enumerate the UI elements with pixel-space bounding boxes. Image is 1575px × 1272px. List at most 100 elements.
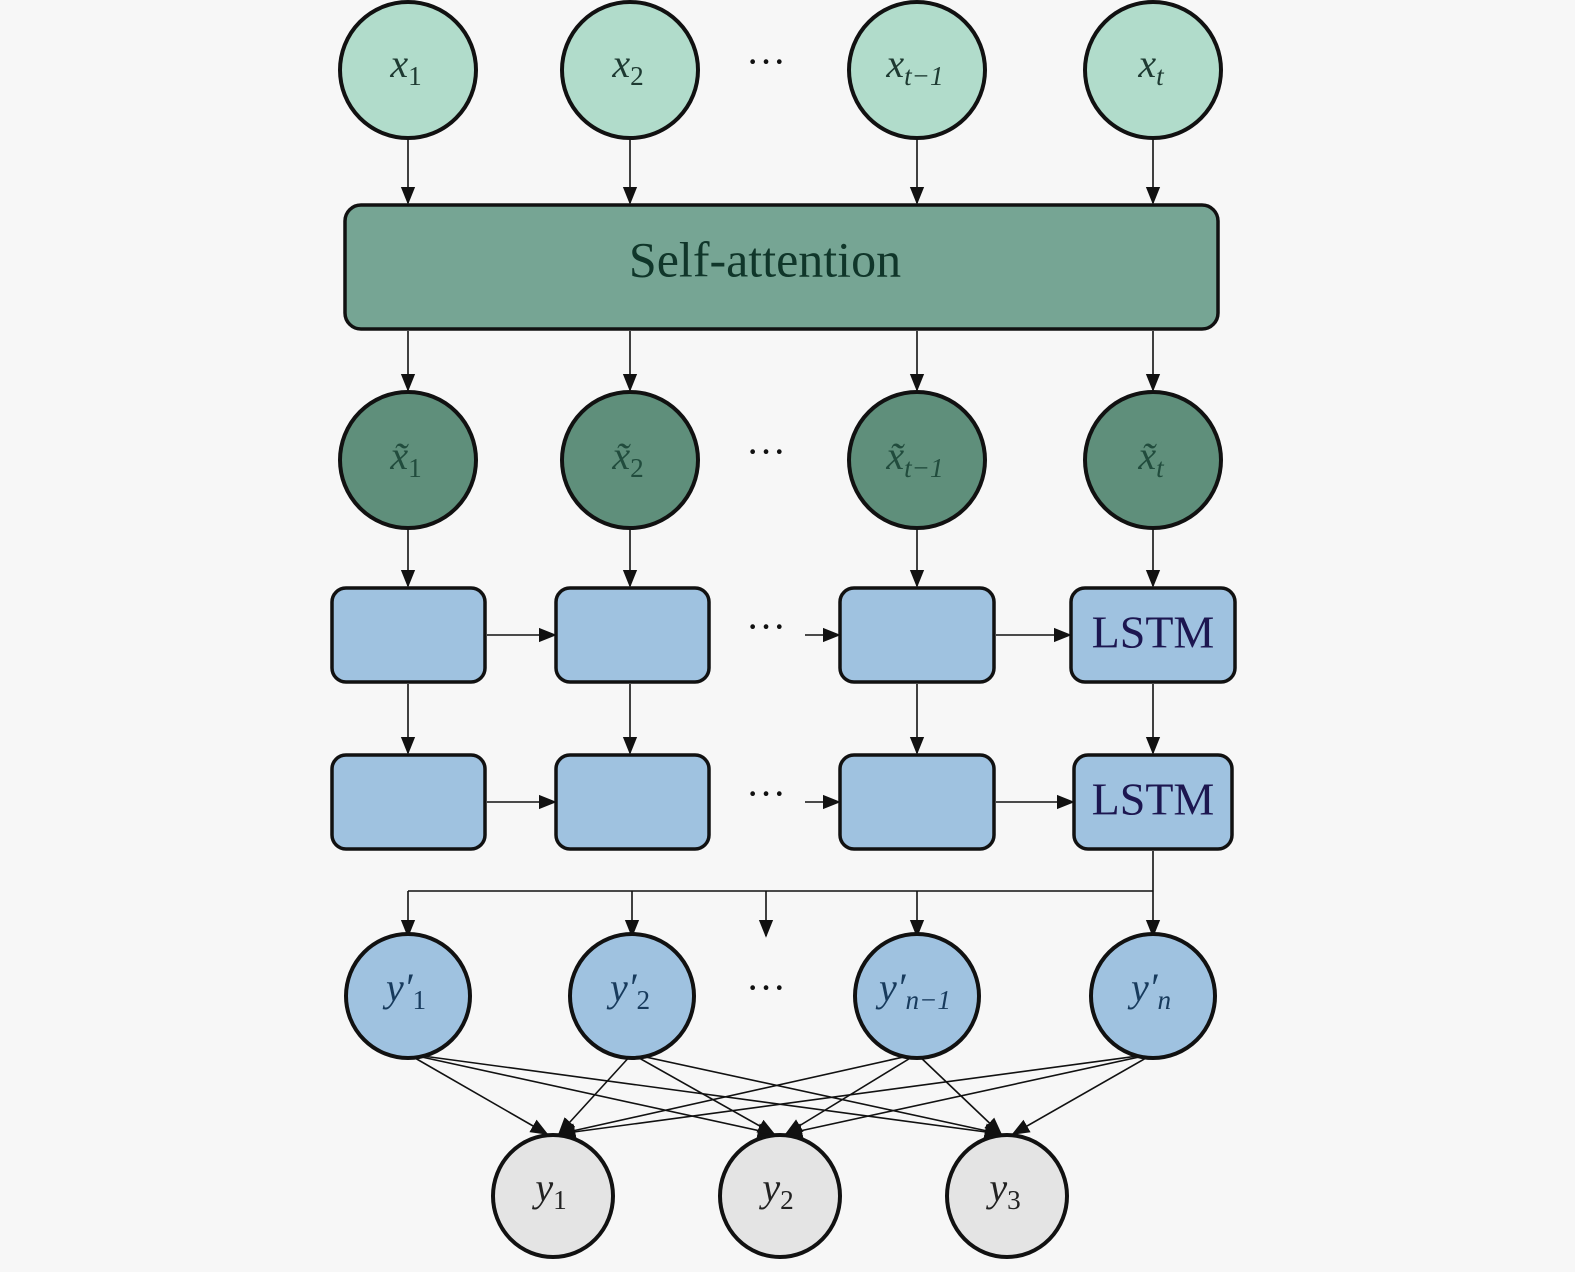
- attended-node-symbol: x̃: [885, 433, 905, 478]
- attended-node-label: x̃2: [611, 433, 643, 483]
- dense-connection-arrow: [557, 1053, 1154, 1139]
- dense-connection-arrow: [557, 1053, 633, 1136]
- lstm-cell: [554, 586, 711, 684]
- attended-node-circle: [847, 390, 987, 530]
- output-prime-node-subscript: n: [1157, 985, 1171, 1015]
- attended-node-label: x̃t: [1137, 433, 1165, 483]
- input-node-symbol: x: [611, 41, 630, 86]
- input-ellipsis: ···: [746, 39, 786, 84]
- attended-node: x̃t−1: [847, 390, 987, 530]
- lstm-cell-rect: [838, 586, 996, 684]
- dense-connection-arrow: [557, 1053, 918, 1138]
- dense-connection-arrow: [631, 1053, 776, 1135]
- lstm-cell: [554, 753, 711, 851]
- output-prime-node-symbol: y′: [875, 965, 907, 1010]
- input-node-subscript: t: [1156, 61, 1165, 91]
- attended-node-circle: [1083, 390, 1223, 530]
- output-node-circle: [945, 1133, 1069, 1259]
- output-prime-ellipsis: ···: [746, 965, 786, 1010]
- lstm-cell: [330, 753, 487, 851]
- attended-node: x̃1: [338, 390, 478, 530]
- lstm-cell: [330, 586, 487, 684]
- input-node-circle: [1083, 0, 1223, 140]
- attended-node: x̃2: [560, 390, 700, 530]
- attended-node-subscript: t: [1156, 453, 1165, 483]
- input-node-circle: [847, 0, 987, 140]
- dense-connection-arrow: [784, 1053, 1154, 1138]
- dense-connection-arrow: [916, 1053, 1003, 1136]
- lstm-cell-rect: [330, 586, 487, 684]
- output-prime-node-circle: [568, 932, 696, 1060]
- output-prime-node-circle: [853, 932, 981, 1060]
- output-prime-node-label: y′2: [606, 965, 650, 1015]
- input-node-subscript: 1: [408, 61, 422, 91]
- self-attention-block: Self-attention: [343, 203, 1220, 331]
- attended-node-symbol: x̃: [1137, 433, 1157, 478]
- output-prime-node-subscript: n−1: [905, 985, 951, 1015]
- lstm-cell-rect: [330, 753, 487, 851]
- input-node-circle: [338, 0, 478, 140]
- output-prime-node-circle: [344, 932, 472, 1060]
- lstm-cell: LSTM: [1072, 753, 1234, 851]
- attended-node-circle: [338, 390, 478, 530]
- output-node-label: y3: [985, 1165, 1020, 1215]
- attended-node-circle: [560, 390, 700, 530]
- output-prime-node-symbol: y′: [1127, 965, 1159, 1010]
- output-node-subscript: 3: [1007, 1185, 1021, 1215]
- lstm-cell-rect: [554, 753, 711, 851]
- input-node-label: x2: [611, 41, 643, 91]
- output-node-symbol: y: [531, 1165, 553, 1210]
- lstm-cell: [838, 753, 996, 851]
- self-attention-label: Self-attention: [629, 231, 901, 287]
- lstm-cell-rect: [554, 586, 711, 684]
- dense-connection-arrow: [407, 1053, 549, 1135]
- output-node-subscript: 2: [780, 1185, 794, 1215]
- output-node-label: y2: [758, 1165, 793, 1215]
- input-node-label: x1: [389, 41, 421, 91]
- attended-node-symbol: x̃: [611, 433, 631, 478]
- output-prime-node: y′n−1: [853, 932, 981, 1060]
- output-prime-node-subscript: 2: [636, 985, 650, 1015]
- dense-connection-arrow: [1011, 1053, 1154, 1135]
- output-prime-node-symbol: y′: [382, 965, 414, 1010]
- lstm-cell-label: LSTM: [1092, 774, 1215, 825]
- input-node-symbol: x: [885, 41, 904, 86]
- input-node: xt: [1083, 0, 1223, 140]
- output-node-circle: [491, 1133, 615, 1259]
- lstm-cell-label: LSTM: [1092, 607, 1215, 658]
- output-prime-node: y′1: [344, 932, 472, 1060]
- input-node-symbol: x: [1137, 41, 1156, 86]
- output-node-symbol: y: [985, 1165, 1007, 1210]
- input-node: x1: [338, 0, 478, 140]
- input-node-label: xt: [1137, 41, 1165, 91]
- attended-node-subscript: t−1: [904, 453, 944, 483]
- attended-node: x̃t: [1083, 390, 1223, 530]
- output-node: y1: [491, 1133, 615, 1259]
- output-prime-node-label: y′1: [382, 965, 426, 1015]
- output-node-circle: [718, 1133, 842, 1259]
- output-node-symbol: y: [758, 1165, 780, 1210]
- output-node-label: y1: [531, 1165, 566, 1215]
- attended-node-subscript: 1: [408, 453, 422, 483]
- lstm-cell-rect: [1069, 586, 1237, 684]
- output-node: y3: [945, 1133, 1069, 1259]
- lstm-ellipsis: ···: [746, 771, 786, 816]
- input-node-label: xt−1: [885, 41, 943, 91]
- attended-node-label: x̃1: [389, 433, 421, 483]
- lstm-ellipsis: ···: [746, 604, 786, 649]
- output-prime-node-label: y′n: [1127, 965, 1171, 1015]
- input-node-subscript: 2: [630, 61, 644, 91]
- input-node-circle: [560, 0, 700, 140]
- output-prime-node: y′n: [1089, 932, 1217, 1060]
- lstm-cell: [838, 586, 996, 684]
- output-prime-node-symbol: y′: [606, 965, 638, 1010]
- input-node-subscript: t−1: [904, 61, 944, 91]
- attended-ellipsis: ···: [746, 429, 786, 474]
- attended-node-subscript: 2: [630, 453, 644, 483]
- attended-node-symbol: x̃: [389, 433, 409, 478]
- dense-connection-arrow: [631, 1053, 1003, 1138]
- output-prime-node: y′2: [568, 932, 696, 1060]
